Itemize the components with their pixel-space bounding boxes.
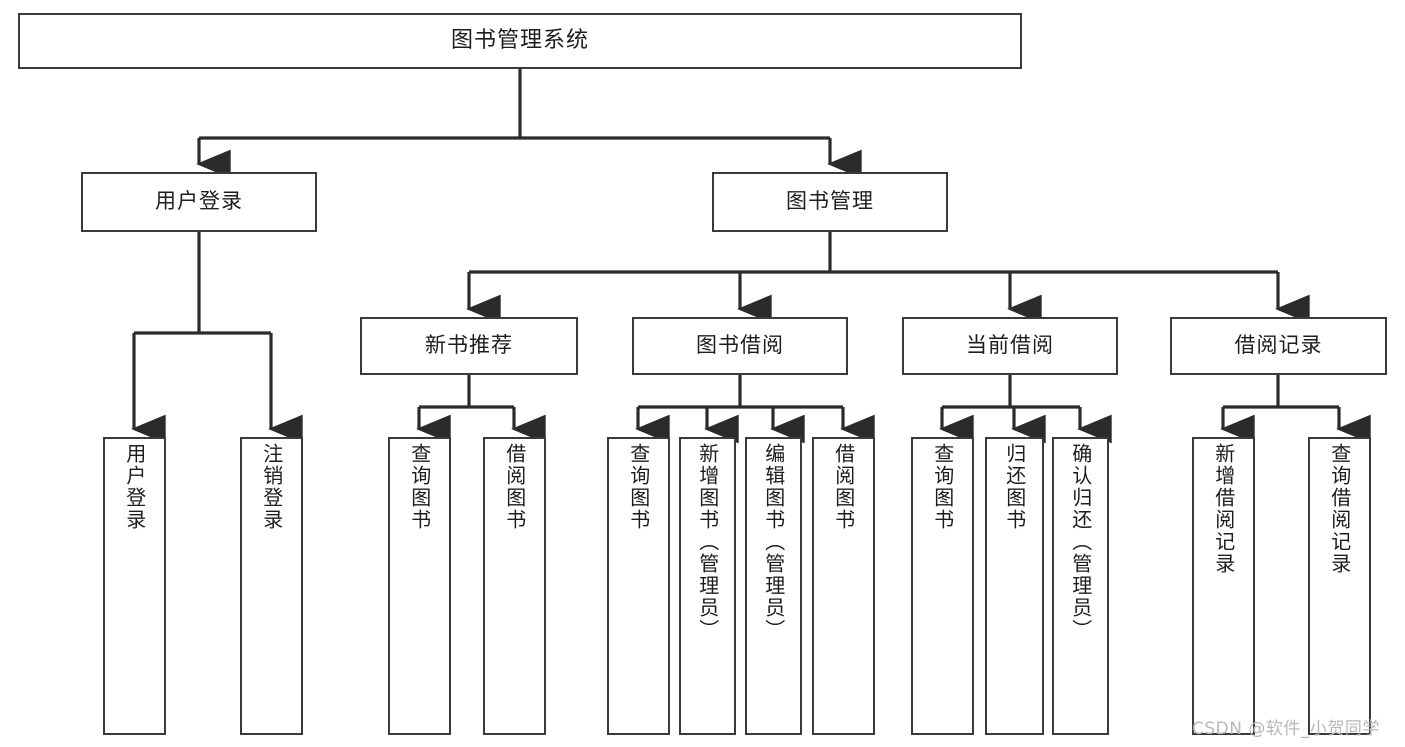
node-label: 图书借阅	[696, 333, 784, 358]
node-label: 查询借阅记录	[1327, 443, 1352, 575]
node-label: 确认归还（管理员）	[1068, 443, 1093, 641]
node-label: 查询图书	[626, 443, 651, 531]
node-label: 新书推荐	[425, 333, 513, 358]
leaf-user-logout[interactable]: 注销登录	[240, 437, 303, 735]
node-borrow-record[interactable]: 借阅记录	[1170, 317, 1387, 375]
node-label: 新增借阅记录	[1211, 443, 1236, 575]
node-label: 图书管理	[786, 189, 874, 214]
node-user-login[interactable]: 用户登录	[81, 172, 317, 232]
leaf-return-book[interactable]: 归还图书	[985, 437, 1044, 735]
node-label: 查询图书	[407, 443, 432, 531]
node-book-manage[interactable]: 图书管理	[712, 172, 948, 232]
leaf-query-book-borrow[interactable]: 查询图书	[607, 437, 670, 735]
node-book-borrow[interactable]: 图书借阅	[632, 317, 848, 375]
node-label: 编辑图书（管理员）	[761, 443, 786, 641]
leaf-borrow-book[interactable]: 借阅图书	[812, 437, 875, 735]
node-current-borrow[interactable]: 当前借阅	[902, 317, 1118, 375]
node-new-book-recommendation[interactable]: 新书推荐	[360, 317, 578, 375]
leaf-confirm-return-admin[interactable]: 确认归还（管理员）	[1052, 437, 1109, 735]
node-label: 借阅记录	[1234, 333, 1323, 358]
node-label: 查询图书	[930, 443, 955, 531]
leaf-add-borrow-record[interactable]: 新增借阅记录	[1192, 437, 1255, 735]
leaf-user-login[interactable]: 用户登录	[103, 437, 166, 735]
leaf-edit-book-admin[interactable]: 编辑图书（管理员）	[745, 437, 802, 735]
leaf-query-borrow-record[interactable]: 查询借阅记录	[1308, 437, 1371, 735]
node-label: 借阅图书	[502, 443, 527, 531]
node-root-system[interactable]: 图书管理系统	[18, 13, 1022, 69]
leaf-borrow-book-recommendation[interactable]: 借阅图书	[483, 437, 546, 735]
node-label: 新增图书（管理员）	[695, 443, 720, 641]
node-label: 注销登录	[259, 443, 284, 531]
node-label: 用户登录	[155, 189, 243, 214]
leaf-query-book-recommendation[interactable]: 查询图书	[388, 437, 451, 735]
node-label: 归还图书	[1002, 443, 1027, 531]
node-label: 图书管理系统	[450, 27, 589, 53]
node-label: 当前借阅	[966, 333, 1054, 358]
leaf-add-book-admin[interactable]: 新增图书（管理员）	[679, 437, 736, 735]
leaf-query-book-current[interactable]: 查询图书	[911, 437, 974, 735]
node-label: 用户登录	[122, 443, 147, 531]
node-label: 借阅图书	[831, 443, 856, 531]
